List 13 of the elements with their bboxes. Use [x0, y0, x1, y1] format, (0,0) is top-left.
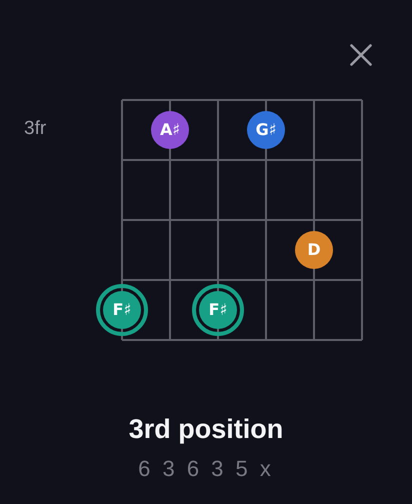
- chord-title: 3rd position: [128, 413, 284, 446]
- note-dot: [247, 111, 285, 149]
- root-note-dot: [96, 284, 148, 336]
- note-name: G♯: [256, 121, 276, 139]
- fret-number: 3fr: [24, 118, 46, 140]
- note-dot: [151, 111, 189, 149]
- note-name: F♯: [208, 301, 228, 319]
- note-name: D: [307, 241, 321, 259]
- note-name: F♯: [112, 301, 132, 319]
- note-name: A♯: [160, 121, 180, 139]
- root-note-dot: [192, 284, 244, 336]
- fret-sequence: 6 3 6 3 5 x: [137, 456, 275, 482]
- note-dot: [295, 231, 333, 269]
